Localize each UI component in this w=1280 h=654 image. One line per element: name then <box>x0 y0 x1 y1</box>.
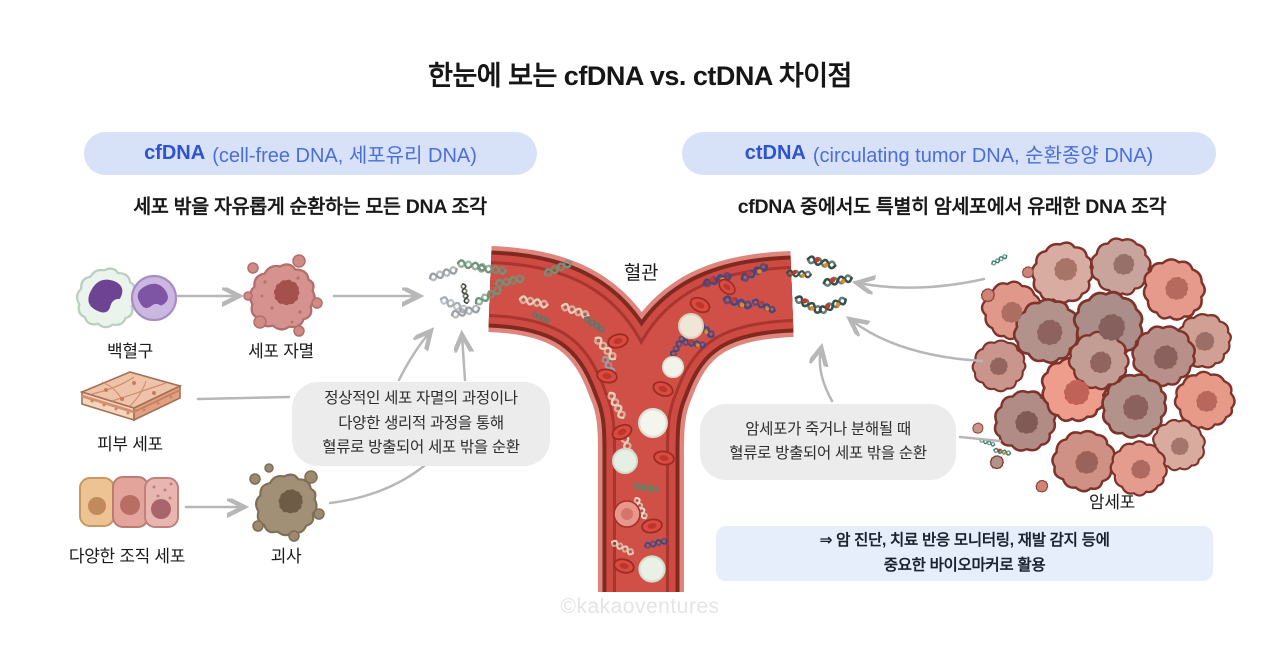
cfdna-term: cfDNA <box>144 142 206 164</box>
tissue-cells-illustration <box>79 476 179 528</box>
apoptosis-illustration <box>243 254 323 337</box>
arrow-tumor-to-fragments-1 <box>858 279 986 288</box>
callout-line1: ⇒ 암 진단, 치료 반응 모니터링, 재발 감지 등에 <box>819 532 1110 550</box>
line-necrosis-to-bubble <box>328 464 426 505</box>
ctdna-term-detail: (circulating tumor DNA, 순환종양 DNA) <box>812 145 1154 167</box>
tumor-cells-illustration <box>964 224 1247 507</box>
arrow-bubble-to-fragments-right <box>820 349 834 403</box>
ctdna-biomarker-callout: ⇒ 암 진단, 치료 반응 모니터링, 재발 감지 등에 중요한 바이오마커로 … <box>716 526 1213 581</box>
cfdna-bubble-line2: 다양한 생리적 과정을 통해 <box>338 414 504 432</box>
white-blood-cells-illustration <box>75 267 178 329</box>
ctdna-subtitle: cfDNA 중에서도 특별히 암세포에서 유래한 DNA 조각 <box>737 196 1167 218</box>
line-skin-to-bubble <box>196 395 291 401</box>
label-white-blood-cell: 백혈구 <box>106 342 154 361</box>
watermark: ©kakaoventures <box>560 595 720 618</box>
cfdna-term-detail: (cell-free DNA, 세포유리 DNA) <box>212 145 477 167</box>
cfdna-header-pill: cfDNA (cell-free DNA, 세포유리 DNA) <box>84 132 537 175</box>
page-title: 한눈에 보는 cfDNA vs. ctDNA 차이점 <box>428 61 852 91</box>
ctdna-term: ctDNA <box>744 142 806 164</box>
arrow-tumor-to-fragments-2 <box>851 320 984 363</box>
arrow-bubble-to-fragments-2 <box>462 336 465 382</box>
necrosis-illustration <box>249 463 325 542</box>
callout-line2: 중요한 바이오마커로 활용 <box>883 556 1046 574</box>
ctdna-bubble-line2: 혈류로 방출되어 세포 밖을 순환 <box>729 445 927 462</box>
ctdna-explanation-bubble: 암세포가 죽거나 분해될 때 혈류로 방출되어 세포 밖을 순환 <box>700 404 956 480</box>
cfdna-explanation-bubble: 정상적인 세포 자멸의 과정이나 다양한 생리적 과정을 통해 혈류로 방출되어… <box>292 382 550 466</box>
label-apoptosis: 세포 자멸 <box>248 342 314 361</box>
label-skin-cell: 피부 세포 <box>97 435 163 454</box>
ctdna-bubble-line1: 암세포가 죽거나 분해될 때 <box>745 420 911 438</box>
line-tumor-to-bubble <box>958 435 1002 443</box>
ctdna-header-pill: ctDNA (circulating tumor DNA, 순환종양 DNA) <box>682 132 1216 175</box>
cfdna-bubble-line1: 정상적인 세포 자멸의 과정이나 <box>324 390 518 408</box>
skin-cells-illustration <box>79 371 183 422</box>
arrow-bubble-to-fragments-1 <box>397 332 430 382</box>
label-necrosis: 괴사 <box>270 547 302 566</box>
ctdna-fragments <box>785 253 854 316</box>
flow-arrows <box>176 279 1002 507</box>
label-blood-vessel: 혈관 <box>623 263 659 284</box>
cfdna-subtitle: 세포 밖을 자유롭게 순환하는 모든 DNA 조각 <box>133 196 487 218</box>
label-tumor-cells: 암세포 <box>1088 493 1136 512</box>
cfdna-bubble-line3: 혈류로 방출되어 세포 밖을 순환 <box>322 439 520 457</box>
label-tissue-cells: 다양한 조직 세포 <box>68 547 186 566</box>
